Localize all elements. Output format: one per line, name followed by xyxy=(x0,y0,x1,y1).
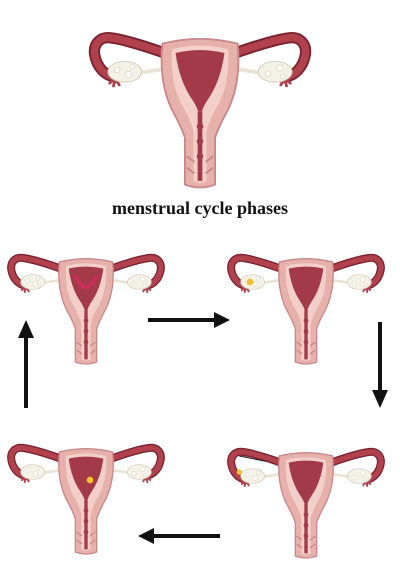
arrow-left xyxy=(138,528,220,544)
shedding-lining xyxy=(73,274,99,290)
arrow-up xyxy=(18,320,34,408)
arrow-right xyxy=(148,312,230,328)
phase-4-uterus xyxy=(6,422,166,562)
arrow-down xyxy=(372,322,388,408)
ovum-in-tube xyxy=(236,469,242,475)
uterus-illustration-main xyxy=(86,6,314,194)
ovum-in-ovary xyxy=(246,278,254,286)
diagram-title: menstrual cycle phases xyxy=(112,198,288,218)
sperm-path xyxy=(239,455,267,462)
phase-1-uterus xyxy=(6,232,166,372)
ovum-in-uterus xyxy=(86,476,94,484)
phase-2-uterus xyxy=(226,232,386,372)
phase-3-uterus xyxy=(226,426,386,566)
